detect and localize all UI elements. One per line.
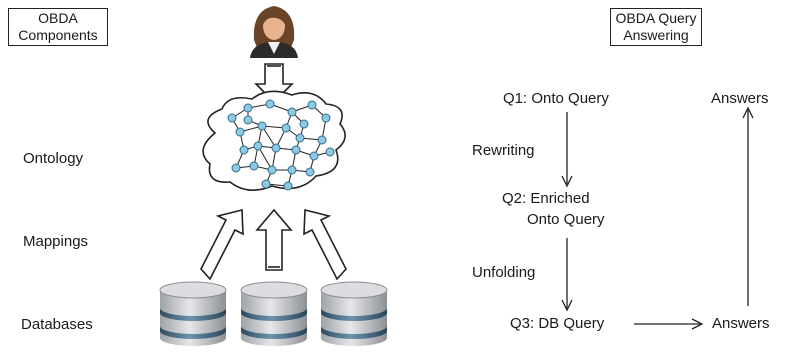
q2-enriched-line-2: Onto Query [527, 211, 605, 228]
ontology-node [257, 121, 267, 131]
ontology-node [317, 135, 327, 145]
ontology-node [239, 145, 249, 155]
ontology-node [253, 141, 263, 151]
q3-db-query: Q3: DB Query [510, 315, 605, 332]
ontology-node [291, 145, 301, 155]
database-icon [240, 281, 308, 346]
ontology-node [309, 151, 319, 161]
ontology-node [231, 163, 241, 173]
obda-query-answering-box: OBDA Query Answering [610, 8, 702, 46]
mapping-arrow-left [200, 208, 244, 281]
ontology-node [283, 181, 293, 191]
answers-up-arrow [742, 106, 754, 306]
user-icon [250, 6, 298, 58]
obda-components-title-line-1: OBDA [38, 10, 78, 26]
q1-onto-query: Q1: Onto Query [503, 90, 609, 107]
ontology-node [287, 107, 297, 117]
ontology-node [265, 99, 275, 109]
ontology-node [271, 143, 281, 153]
databases-label: Databases [21, 316, 93, 333]
database-icon [159, 281, 227, 346]
q2-enriched-line-1: Q2: Enriched [502, 190, 590, 207]
ontology-node [321, 113, 331, 123]
ontology-node [243, 103, 253, 113]
rewriting-label: Rewriting [472, 142, 535, 159]
unfolding-arrow [561, 238, 573, 312]
ontology-node [295, 133, 305, 143]
ontology-node [267, 165, 277, 175]
ontology-node [307, 100, 317, 110]
ontology-node [299, 119, 309, 129]
mapping-arrow-center [255, 208, 293, 271]
obda-components-title-line-2: Components [18, 27, 98, 43]
ontology-node [227, 113, 237, 123]
obda-query-answering-title-line-2: Answering [623, 27, 689, 43]
ontology-node [235, 127, 245, 137]
mappings-label: Mappings [23, 233, 89, 250]
ontology-node [287, 165, 297, 175]
ontology-node [325, 147, 335, 157]
answers-top: Answers [711, 90, 769, 107]
ontology-node [243, 115, 253, 125]
obda-query-answering-title-line-1: OBDA Query [615, 10, 697, 26]
database-icon [320, 281, 388, 346]
ontology-node [305, 167, 315, 177]
ontology-cloud-icon [202, 90, 346, 191]
evaluation-arrow [634, 318, 704, 330]
rewriting-arrow [561, 112, 573, 188]
ontology-node [249, 161, 259, 171]
obda-components-box: OBDA Components [8, 8, 108, 46]
ontology-node [261, 179, 271, 189]
ontology-node [281, 123, 291, 133]
mapping-arrow-right [303, 208, 347, 281]
unfolding-label: Unfolding [472, 264, 536, 281]
ontology-label: Ontology [23, 150, 84, 167]
answers-bottom: Answers [712, 315, 770, 332]
ontology-edge [257, 145, 273, 171]
